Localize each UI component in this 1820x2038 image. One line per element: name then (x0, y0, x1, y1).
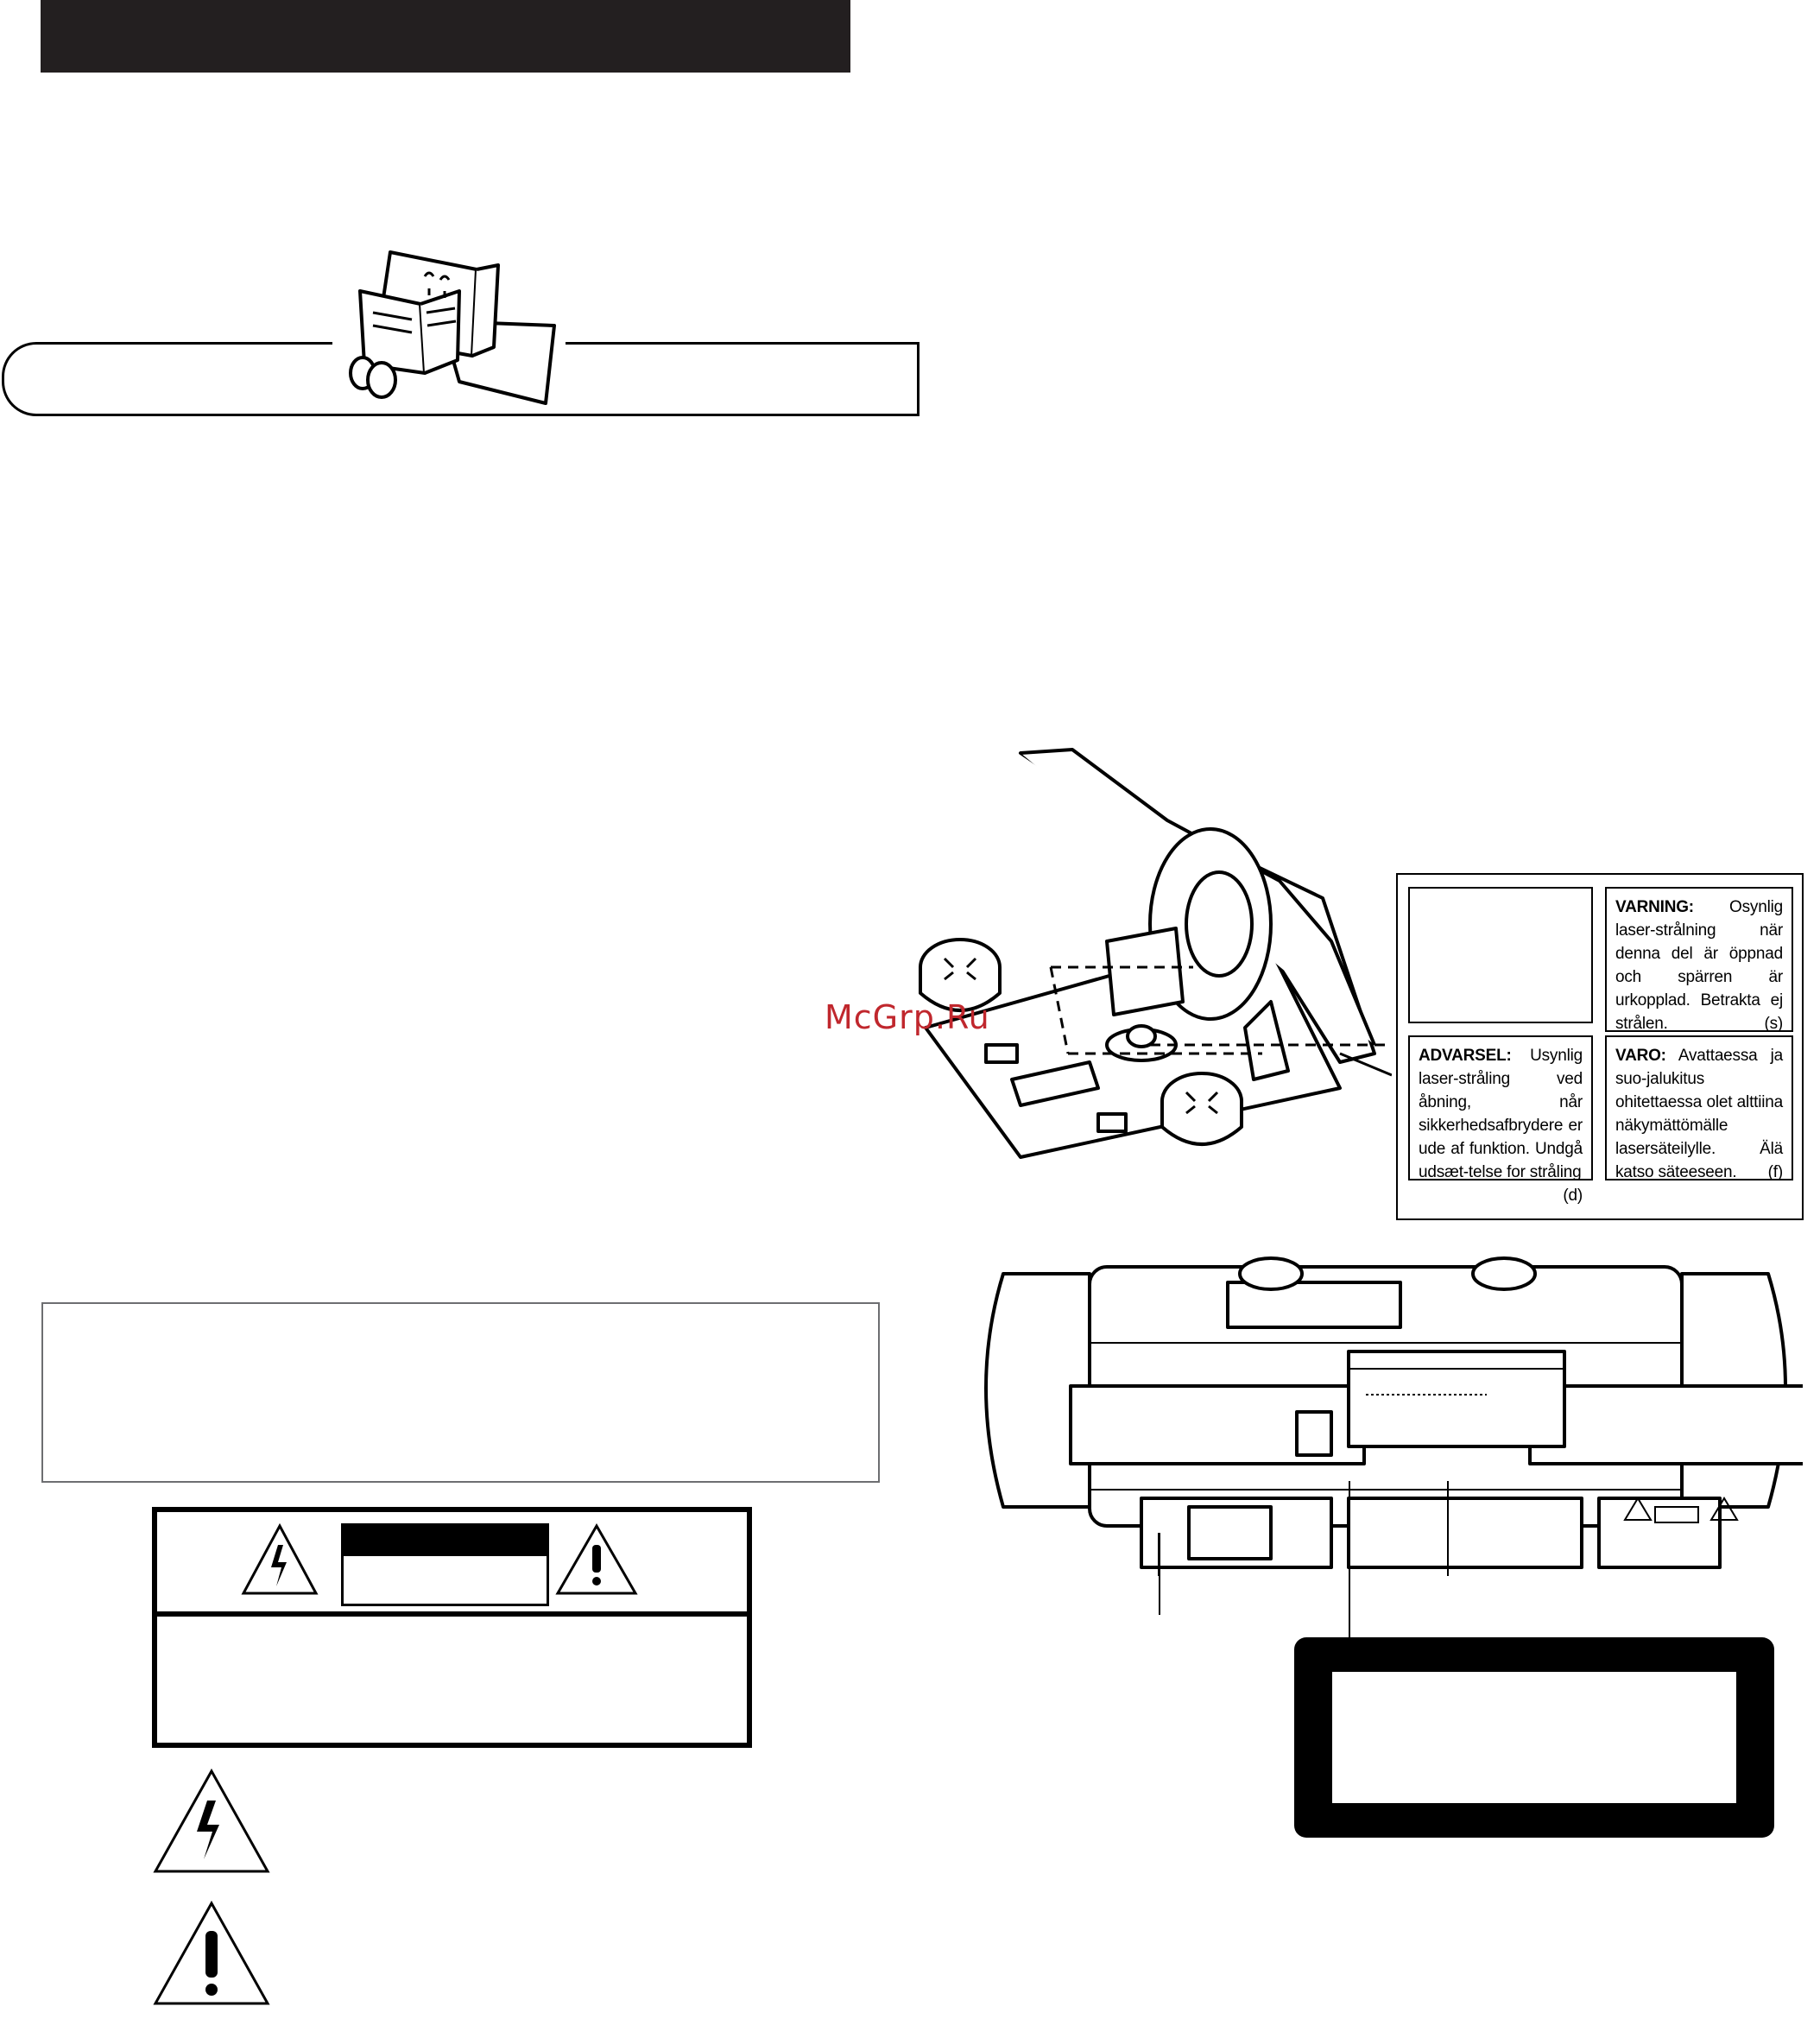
label-varo-cell: VARO: Avattaessa ja suo-jalukitus ohitet… (1605, 1035, 1793, 1181)
caution-banner-fill (341, 1523, 549, 1556)
label-varning-cell: VARNING: Osynlig laser-strålning när den… (1605, 887, 1793, 1033)
notice-box (41, 1302, 880, 1483)
varning-code: (s) (1764, 1015, 1783, 1033)
leader-line (1159, 1533, 1160, 1615)
label-advarsel-cell: ADVARSEL: Usynlig laser-stråling ved åbn… (1408, 1035, 1593, 1205)
electric-shock-warning-icon (153, 1768, 270, 1873)
varning-heading: VARNING: (1615, 898, 1694, 916)
caution-label (152, 1507, 752, 1748)
cd-player-open-lid-illustration (919, 748, 1392, 1159)
varo-body: Avattaessa ja suo-jalukitus ohitettaessa… (1615, 1047, 1783, 1181)
reading-tv-mascot-icon (349, 250, 556, 405)
varo-code: (f) (1767, 1163, 1784, 1181)
advarsel-body: Usynlig laser-stråling ved åbning, når s… (1419, 1047, 1583, 1181)
header-bar (41, 0, 850, 73)
advarsel-heading: ADVARSEL: (1419, 1047, 1512, 1065)
leader-line (1349, 1481, 1350, 1638)
attention-warning-icon (555, 1522, 638, 1595)
advarsel-code: (d) (1563, 1187, 1583, 1205)
caption-rule-end (2, 342, 73, 416)
class1-laser-label-inner (1332, 1672, 1736, 1803)
cd-radio-rear-panel-illustration (984, 1256, 1803, 1576)
varning-body: Osynlig laser-strålning när denna del är… (1615, 898, 1783, 1033)
attention-warning-icon (153, 1900, 270, 2005)
watermark-text: McGrp.Ru (825, 998, 990, 1036)
varo-heading: VARO: (1615, 1047, 1666, 1065)
electric-shock-warning-icon (241, 1522, 319, 1595)
label-blank-cell (1408, 887, 1593, 1023)
caution-divider (152, 1611, 752, 1617)
laser-warning-label: VARNING: Osynlig laser-strålning när den… (1396, 873, 1804, 1220)
